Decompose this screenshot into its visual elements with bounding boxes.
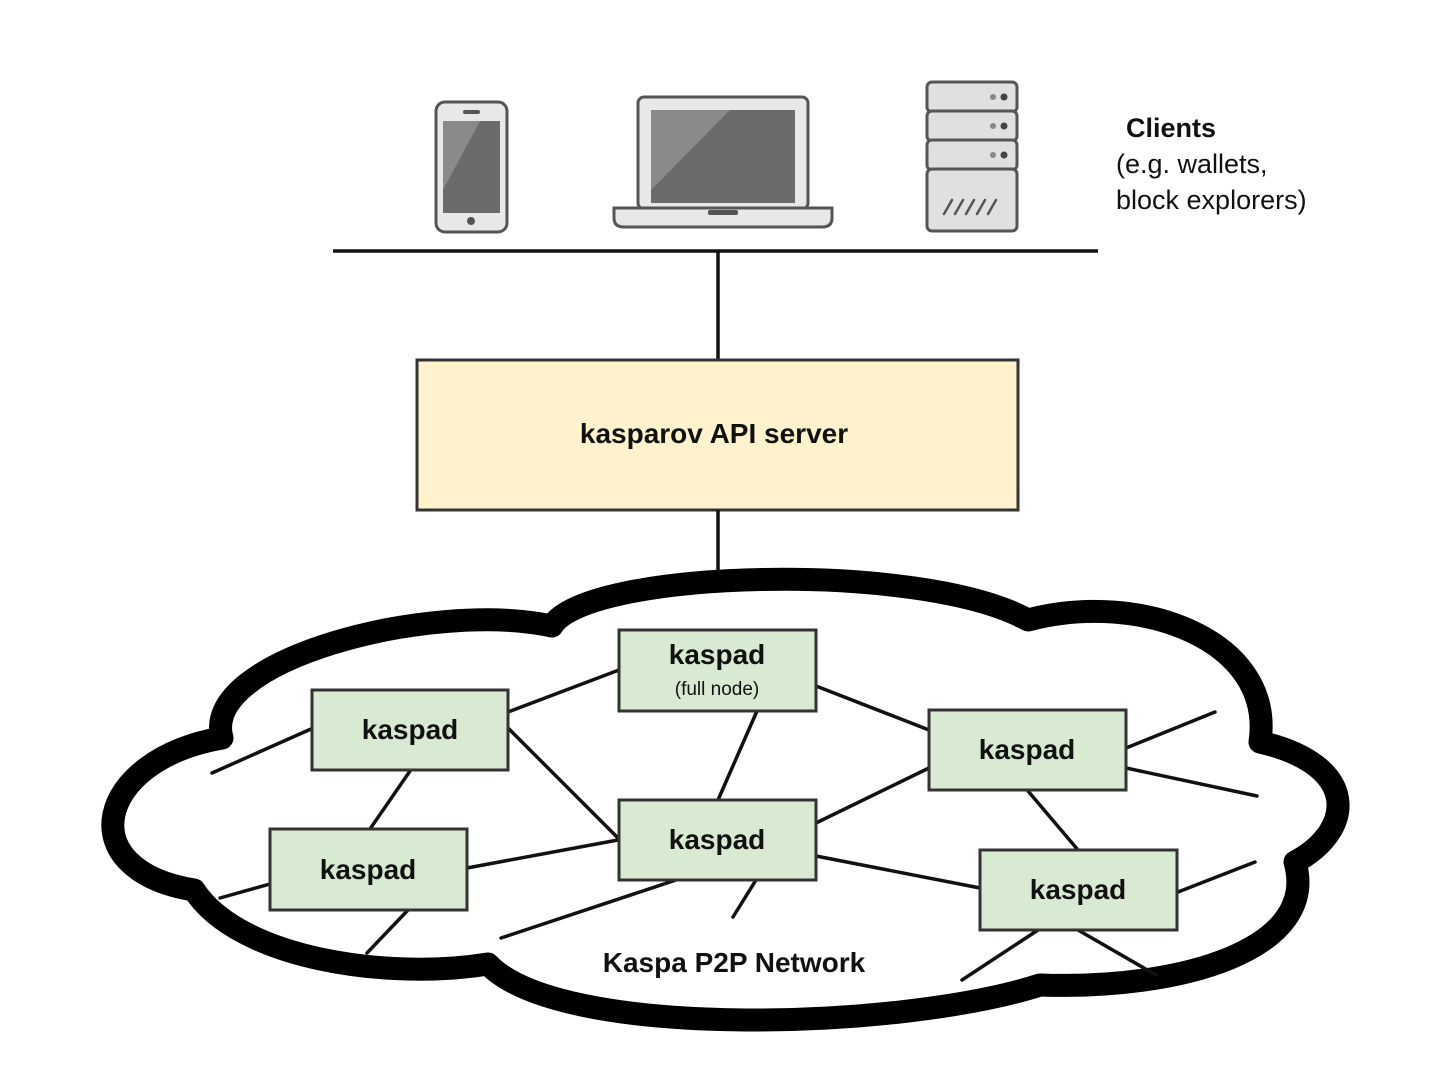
node: kaspad xyxy=(268,827,469,912)
node-label: kaspad xyxy=(320,854,417,885)
client-bus xyxy=(333,249,1098,360)
api-server-box: kasparov API server xyxy=(415,358,1020,512)
p2p-network-label: Kaspa P2P Network xyxy=(603,947,866,978)
node: kaspad xyxy=(927,708,1128,792)
node-full: kaspad (full node) xyxy=(617,628,818,713)
node: kaspad xyxy=(978,848,1179,932)
node: kaspad xyxy=(617,798,818,882)
node-label: kaspad xyxy=(669,824,766,855)
node-label: kaspad xyxy=(979,734,1076,765)
clients-title: Clients xyxy=(1126,113,1216,143)
server-icon xyxy=(925,80,1019,233)
clients-description-line1: (e.g. wallets, xyxy=(1116,149,1268,179)
node-label: kaspad xyxy=(1030,874,1127,905)
laptop-icon xyxy=(612,95,834,229)
node-label: kaspad xyxy=(362,714,459,745)
clients-description-line2: block explorers) xyxy=(1116,185,1307,215)
node-sublabel: (full node) xyxy=(675,679,760,700)
smartphone-icon xyxy=(434,100,509,234)
api-server-label: kasparov API server xyxy=(580,418,848,449)
peer-links xyxy=(210,668,1259,982)
node: kaspad xyxy=(310,688,510,772)
node-label: kaspad xyxy=(669,639,766,670)
